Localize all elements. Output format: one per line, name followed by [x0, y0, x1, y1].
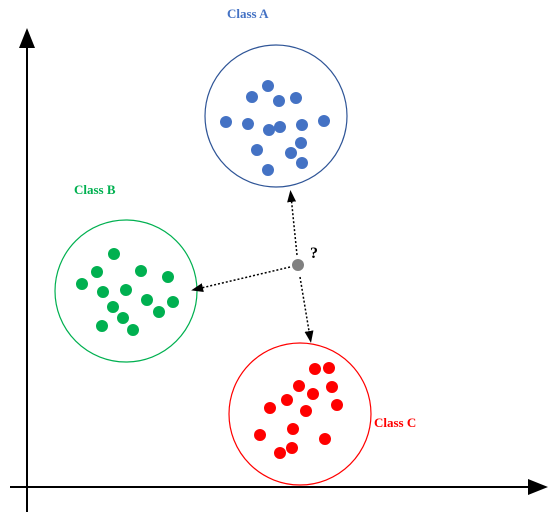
class-a-point — [242, 118, 254, 130]
class-c-point — [274, 447, 286, 459]
class-a-point — [285, 147, 297, 159]
class-c-point — [300, 405, 312, 417]
class-b-point — [91, 266, 103, 278]
class-c-point — [319, 433, 331, 445]
class-a-point — [246, 91, 258, 103]
class-a-point — [220, 116, 232, 128]
class-b-point — [107, 301, 119, 313]
class-b-point — [97, 286, 109, 298]
class-a-point — [274, 121, 286, 133]
class-a-point — [296, 119, 308, 131]
class-b-point — [76, 278, 88, 290]
class-b-points — [76, 248, 179, 336]
class-a-point — [273, 95, 285, 107]
class-c-point — [309, 363, 321, 375]
class-c-point — [281, 394, 293, 406]
class-a-boundary — [204, 44, 348, 188]
query-mark: ? — [310, 245, 318, 262]
class-b-point — [162, 271, 174, 283]
distance-arrows — [191, 190, 314, 343]
class-c-cluster — [228, 342, 372, 486]
class-a-point — [318, 115, 330, 127]
class-a-cluster — [204, 44, 348, 188]
class-c-points — [254, 362, 343, 459]
class-a-point — [295, 137, 307, 149]
class-c-point — [326, 381, 338, 393]
class-a-point — [251, 144, 263, 156]
arrow-to-class-a — [287, 190, 298, 256]
class-c-point — [307, 388, 319, 400]
class-c-point — [254, 429, 266, 441]
class-b-point — [120, 284, 132, 296]
class-c-point — [286, 442, 298, 454]
class-b-point — [135, 265, 147, 277]
class-b-point — [117, 312, 129, 324]
class-a-point — [296, 157, 308, 169]
arrow-to-class-c — [299, 276, 314, 343]
class-a-point — [262, 80, 274, 92]
class-a-point — [262, 164, 274, 176]
class-c-boundary — [228, 342, 372, 486]
class-a-point — [290, 92, 302, 104]
class-b-cluster — [54, 219, 198, 363]
class-b-point — [96, 320, 108, 332]
class-b-point — [153, 306, 165, 318]
class-b-label: Class B — [74, 182, 116, 197]
class-c-label: Class C — [374, 415, 416, 430]
class-b-point — [167, 296, 179, 308]
class-c-point — [323, 362, 335, 374]
class-a-points — [220, 80, 330, 176]
class-b-point — [108, 248, 120, 260]
query-point — [292, 259, 304, 271]
class-c-point — [293, 380, 305, 392]
arrow-to-class-b — [191, 266, 291, 292]
class-a-point — [263, 124, 275, 136]
class-b-point — [141, 294, 153, 306]
class-c-point — [331, 399, 343, 411]
class-b-point — [127, 324, 139, 336]
class-a-label: Class A — [227, 6, 269, 21]
class-c-point — [264, 402, 276, 414]
class-c-point — [287, 423, 299, 435]
